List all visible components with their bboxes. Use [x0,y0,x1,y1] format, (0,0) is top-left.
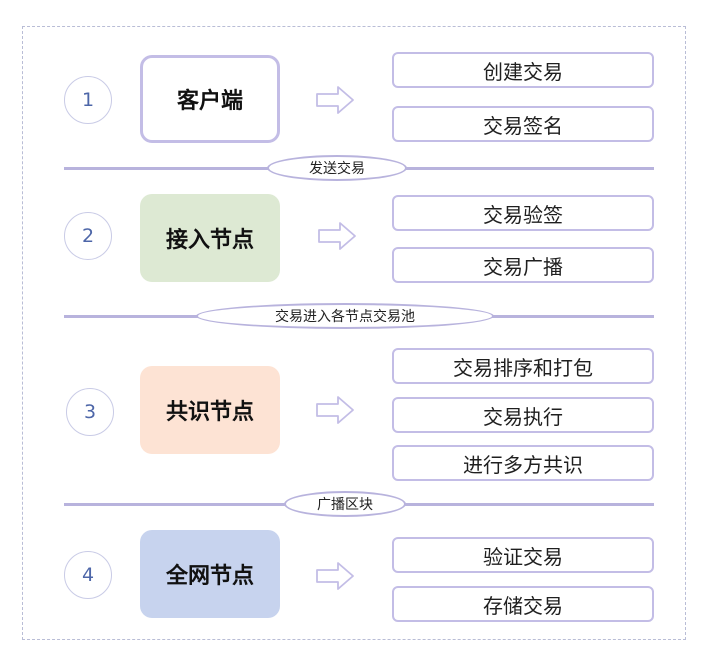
client-node: 客户端 [140,55,280,143]
arrow-right-icon [316,562,354,590]
action-sign-transaction: 交易签名 [392,106,654,142]
step-number-1: 1 [64,76,112,124]
diagram-frame [22,26,686,640]
arrow-right-icon [316,86,354,114]
action-validate-transaction: 验证交易 [392,537,654,573]
step-number-3: 3 [66,388,114,436]
action-create-transaction: 创建交易 [392,52,654,88]
arrow-right-icon [316,396,354,424]
action-store-transaction: 存储交易 [392,586,654,622]
consensus-node: 共识节点 [140,366,280,454]
arrow-right-icon [318,222,356,250]
action-execute-transaction: 交易执行 [392,397,654,433]
transition-send-transaction: 发送交易 [267,155,407,181]
action-order-and-pack: 交易排序和打包 [392,348,654,384]
network-node: 全网节点 [140,530,280,618]
transition-enter-txpool: 交易进入各节点交易池 [196,303,494,329]
transition-broadcast-block: 广播区块 [284,491,406,517]
step-number-4: 4 [64,551,112,599]
action-broadcast-transaction: 交易广播 [392,247,654,283]
step-number-2: 2 [64,212,112,260]
action-multiparty-consensus: 进行多方共识 [392,445,654,481]
access-node: 接入节点 [140,194,280,282]
action-verify-signature: 交易验签 [392,195,654,231]
